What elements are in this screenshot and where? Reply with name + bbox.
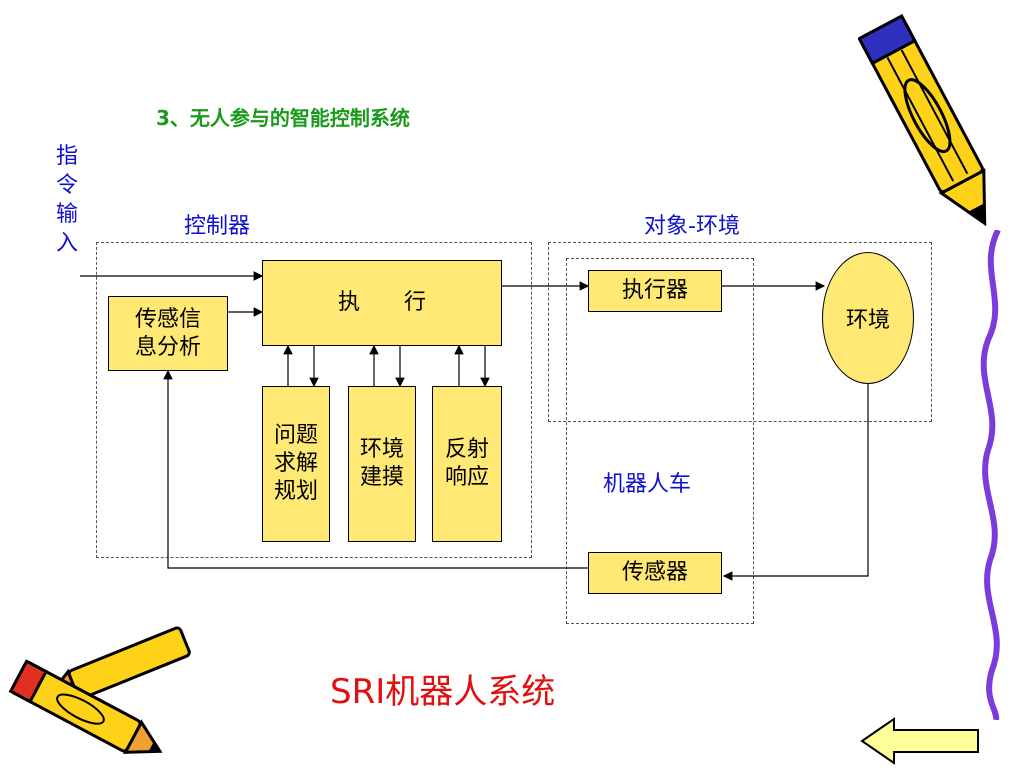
execute-box: 执 行 bbox=[262, 260, 502, 346]
slide-heading: 3、无人参与的智能控制系统 bbox=[156, 106, 410, 130]
object-environment-label: 对象-环境 bbox=[644, 214, 740, 239]
input-char: 入 bbox=[55, 231, 78, 256]
input-char: 令 bbox=[55, 173, 78, 198]
environment-label: 环境 bbox=[845, 308, 890, 333]
robot-car-region bbox=[566, 258, 754, 624]
robot-car-label: 机器人车 bbox=[603, 472, 692, 497]
problem-solving-planning-box: 问题 求解 规划 bbox=[262, 386, 330, 542]
execute-label: 执 行 bbox=[337, 290, 426, 315]
sensor-box: 传感器 bbox=[588, 552, 722, 594]
box-line: 环境 bbox=[359, 437, 404, 462]
command-input-label: 指 令 输 入 bbox=[50, 142, 84, 258]
controller-label: 控制器 bbox=[184, 214, 251, 239]
reflex-response-box: 反射 响应 bbox=[432, 386, 502, 542]
actuator-box: 执行器 bbox=[588, 270, 722, 312]
box-line: 息分析 bbox=[134, 334, 201, 360]
pencil-icon bbox=[858, 14, 987, 227]
input-char: 输 bbox=[55, 202, 78, 227]
input-char: 指 bbox=[55, 144, 78, 169]
sensor-label: 传感器 bbox=[621, 560, 688, 585]
actuator-label: 执行器 bbox=[621, 278, 688, 303]
pencils-icon bbox=[8, 626, 191, 754]
box-line: 求解 bbox=[273, 451, 318, 476]
back-arrow-icon[interactable] bbox=[858, 716, 984, 766]
diagram-caption: SRI机器人系统 bbox=[330, 664, 555, 713]
box-line: 规划 bbox=[273, 479, 318, 504]
box-line: 反射 bbox=[444, 437, 489, 462]
box-line: 传感信 bbox=[134, 306, 201, 332]
box-line: 建摸 bbox=[359, 465, 404, 490]
caption-suffix: 机器人系统 bbox=[385, 672, 556, 712]
sensor-info-analysis-box: 传感信 息分析 bbox=[108, 296, 228, 371]
environment-ellipse: 环境 bbox=[822, 252, 914, 384]
box-line: 问题 bbox=[273, 423, 318, 448]
caption-prefix: SRI bbox=[330, 672, 386, 712]
environment-modeling-box: 环境 建摸 bbox=[348, 386, 416, 542]
box-line: 响应 bbox=[444, 465, 489, 490]
controller-region bbox=[96, 242, 532, 558]
decorative-wavy-line bbox=[980, 230, 1001, 720]
object-environment-region bbox=[548, 242, 932, 422]
